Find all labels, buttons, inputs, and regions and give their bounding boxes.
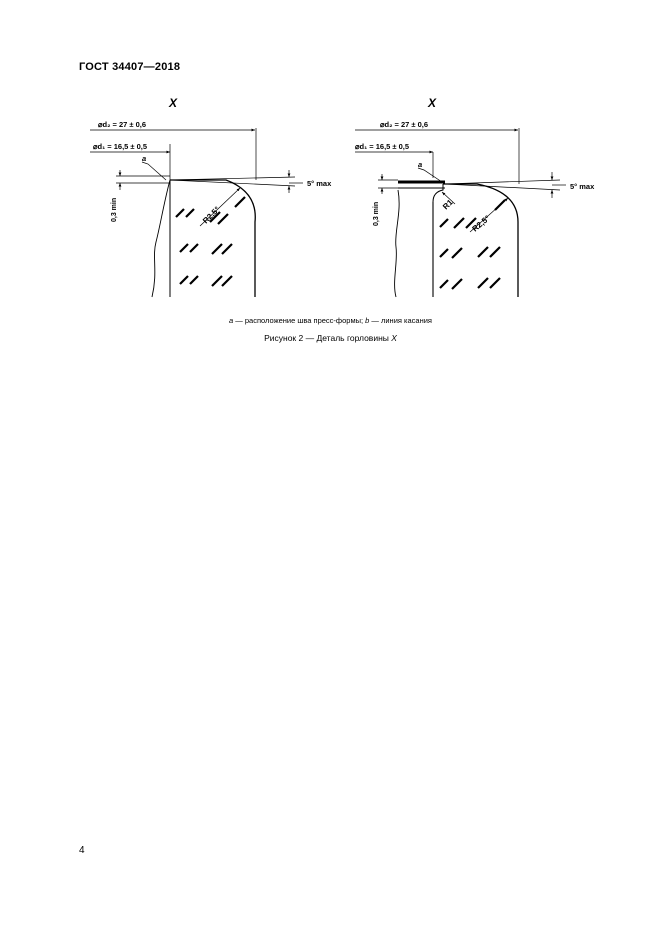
legend-b-text: — линия касания bbox=[369, 316, 432, 325]
right-d2-label: ⌀d₂ = 27 ± 0,6 bbox=[380, 120, 428, 129]
figure-caption: Рисунок 2 — Деталь горловины X bbox=[0, 333, 661, 343]
legend-b-letter: b bbox=[365, 316, 370, 325]
right-view-label: X bbox=[427, 96, 437, 110]
caption-text: Рисунок 2 — Деталь горловины bbox=[264, 333, 392, 343]
left-d2-label: ⌀d₂ = 27 ± 0,6 bbox=[98, 120, 146, 129]
left-detail bbox=[90, 128, 303, 298]
caption-italic: X bbox=[391, 333, 397, 343]
page-number: 4 bbox=[79, 845, 85, 856]
right-min-label: 0,3 min bbox=[373, 202, 380, 226]
document-header: ГОСТ 34407—2018 bbox=[79, 61, 181, 73]
figure-legend: a — расположение шва пресс-формы; b — ли… bbox=[0, 316, 661, 325]
legend-a-text: — расположение шва пресс-формы; bbox=[233, 316, 366, 325]
right-detail bbox=[355, 128, 566, 298]
figure-neck-detail: X ⌀d₂ = 27 ± 0,6 ⌀d₁ = 16,5 ± 0,5 a 5° m… bbox=[90, 92, 630, 312]
left-min-label: 0,3 min bbox=[111, 198, 118, 222]
left-view-label: X bbox=[168, 96, 178, 110]
right-a-marker: a bbox=[418, 160, 422, 169]
left-angle-label: 5° max bbox=[307, 179, 332, 188]
left-a-marker: a bbox=[142, 154, 146, 163]
left-d1-label: ⌀d₁ = 16,5 ± 0,5 bbox=[93, 142, 147, 151]
right-d1-label: ⌀d₁ = 16,5 ± 0,5 bbox=[355, 142, 409, 151]
legend-a-letter: a bbox=[229, 316, 234, 325]
right-angle-label: 5° max bbox=[570, 182, 595, 191]
right-radius-label: R2,5° bbox=[471, 214, 492, 234]
right-r1-label: R1 bbox=[441, 197, 455, 211]
